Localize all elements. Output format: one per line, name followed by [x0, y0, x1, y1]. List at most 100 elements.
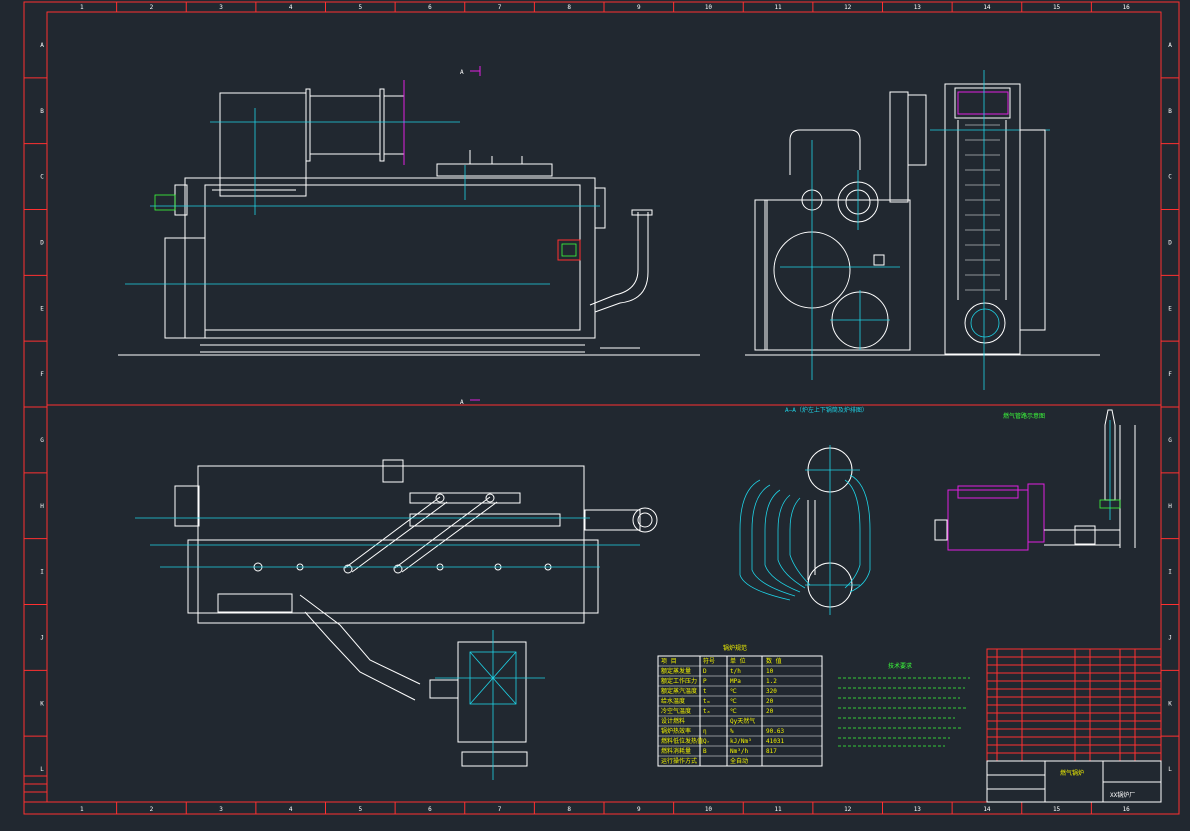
column-label: 5 — [359, 806, 363, 813]
column-label: 11 — [774, 4, 782, 11]
spec-cell: MPa — [730, 678, 741, 685]
boiler-side-elevation — [745, 70, 1100, 390]
spec-cell: B — [703, 748, 707, 755]
column-label: 6 — [428, 4, 432, 11]
column-label: 9 — [637, 4, 641, 11]
column-label: 10 — [705, 4, 713, 11]
spec-header-cell: 单 位 — [730, 657, 746, 665]
spec-cell: tₘ — [703, 698, 710, 705]
row-label: I — [40, 569, 44, 576]
spec-cell: 817 — [766, 748, 777, 755]
row-label: G — [40, 437, 44, 444]
row-label: E — [40, 305, 44, 312]
row-label: K — [1168, 700, 1172, 707]
row-label: G — [1168, 437, 1172, 444]
spec-cell: Nm³/h — [730, 748, 748, 755]
column-label: 7 — [498, 806, 502, 813]
spec-cell: 320 — [766, 688, 777, 695]
row-label: B — [1168, 108, 1172, 115]
spec-cell: Qᵣ — [703, 738, 710, 745]
spec-table-title: 锅炉规范 — [723, 644, 747, 652]
spec-cell: 给水温度 — [661, 697, 685, 705]
parts-list-title-block: 燃气锅炉 XX锅炉厂 — [986, 648, 1162, 803]
spec-cell: 锅炉热效率 — [661, 727, 691, 735]
row-label: A — [40, 42, 44, 49]
tech-notes-title: 技术要求 — [888, 662, 912, 670]
column-label: 9 — [637, 806, 641, 813]
row-label: A — [1168, 42, 1172, 49]
row-label: E — [1168, 305, 1172, 312]
gas-line-schematic: 燃气管路示意图 — [934, 409, 1136, 551]
column-label: 1 — [80, 4, 84, 11]
row-label: D — [40, 239, 44, 246]
column-label: 12 — [844, 4, 852, 11]
spec-cell: 燃料低位发热值 — [661, 737, 703, 745]
column-label: 3 — [219, 4, 223, 11]
spec-header-cell: 项 目 — [661, 658, 677, 665]
column-label: 15 — [1053, 4, 1061, 11]
row-label: J — [40, 634, 44, 641]
technical-requirements: 技术要求 — [838, 662, 970, 747]
row-label: C — [1168, 174, 1172, 181]
row-label: L — [1168, 766, 1172, 773]
column-label: 2 — [150, 4, 154, 11]
boiler-plan-view: A — [135, 399, 658, 780]
drawing-name: 燃气锅炉 — [1060, 769, 1084, 777]
spec-cell: ℃ — [730, 688, 737, 695]
column-label: 5 — [359, 4, 363, 11]
row-label: H — [1168, 503, 1172, 510]
column-label: 8 — [567, 806, 571, 813]
section-title: A—A（炉左上下锅筒及炉排图） — [785, 406, 868, 414]
row-label: L — [40, 766, 44, 773]
column-label: 4 — [289, 806, 293, 813]
column-label: 11 — [774, 806, 782, 813]
spec-cell: η — [703, 728, 707, 735]
column-label: 8 — [567, 4, 571, 11]
view-label-a-section: A — [460, 399, 464, 406]
row-label: J — [1168, 634, 1172, 641]
spec-header-cell: 符号 — [703, 657, 715, 665]
spec-header-cell: 数 值 — [766, 657, 782, 665]
column-label: 16 — [1123, 806, 1131, 813]
spec-cell: 设计燃料 — [661, 717, 685, 725]
spec-cell: 90.63 — [766, 728, 784, 735]
spec-cell: 20 — [766, 708, 774, 715]
spec-cell: ℃ — [730, 708, 737, 715]
column-label: 15 — [1053, 806, 1061, 813]
company-name: XX锅炉厂 — [1110, 791, 1135, 799]
spec-cell: 运行操作方式 — [661, 757, 697, 765]
section-a-a: A—A（炉左上下锅筒及炉排图） — [739, 406, 871, 615]
row-label: B — [40, 108, 44, 115]
view-label-a-top: A — [460, 69, 464, 76]
column-label: 7 — [498, 4, 502, 11]
spec-cell: kJ/Nm³ — [730, 738, 752, 745]
spec-cell: 全自动 — [730, 757, 748, 765]
row-label: F — [40, 371, 44, 378]
spec-cell: 1.2 — [766, 678, 777, 685]
spec-cell: 额定蒸发量 — [661, 667, 691, 675]
spec-cell: 额定蒸汽温度 — [661, 687, 697, 695]
boiler-front-elevation: A — [118, 66, 700, 356]
spec-cell: t — [703, 688, 707, 695]
row-label: K — [40, 700, 44, 707]
row-label: D — [1168, 239, 1172, 246]
column-label: 6 — [428, 806, 432, 813]
spec-cell: t/h — [730, 668, 741, 675]
revision-block — [23, 775, 48, 803]
column-label: 1 — [80, 806, 84, 813]
column-label: 3 — [219, 806, 223, 813]
row-label: C — [40, 174, 44, 181]
schematic-title: 燃气管路示意图 — [1003, 412, 1045, 420]
spec-cell: 10 — [766, 668, 774, 675]
column-label: 13 — [914, 806, 922, 813]
column-label: 14 — [983, 806, 991, 813]
spec-cell: % — [730, 728, 734, 735]
spec-cell: 额定工作压力 — [661, 677, 697, 685]
spec-cell: ℃ — [730, 698, 737, 705]
